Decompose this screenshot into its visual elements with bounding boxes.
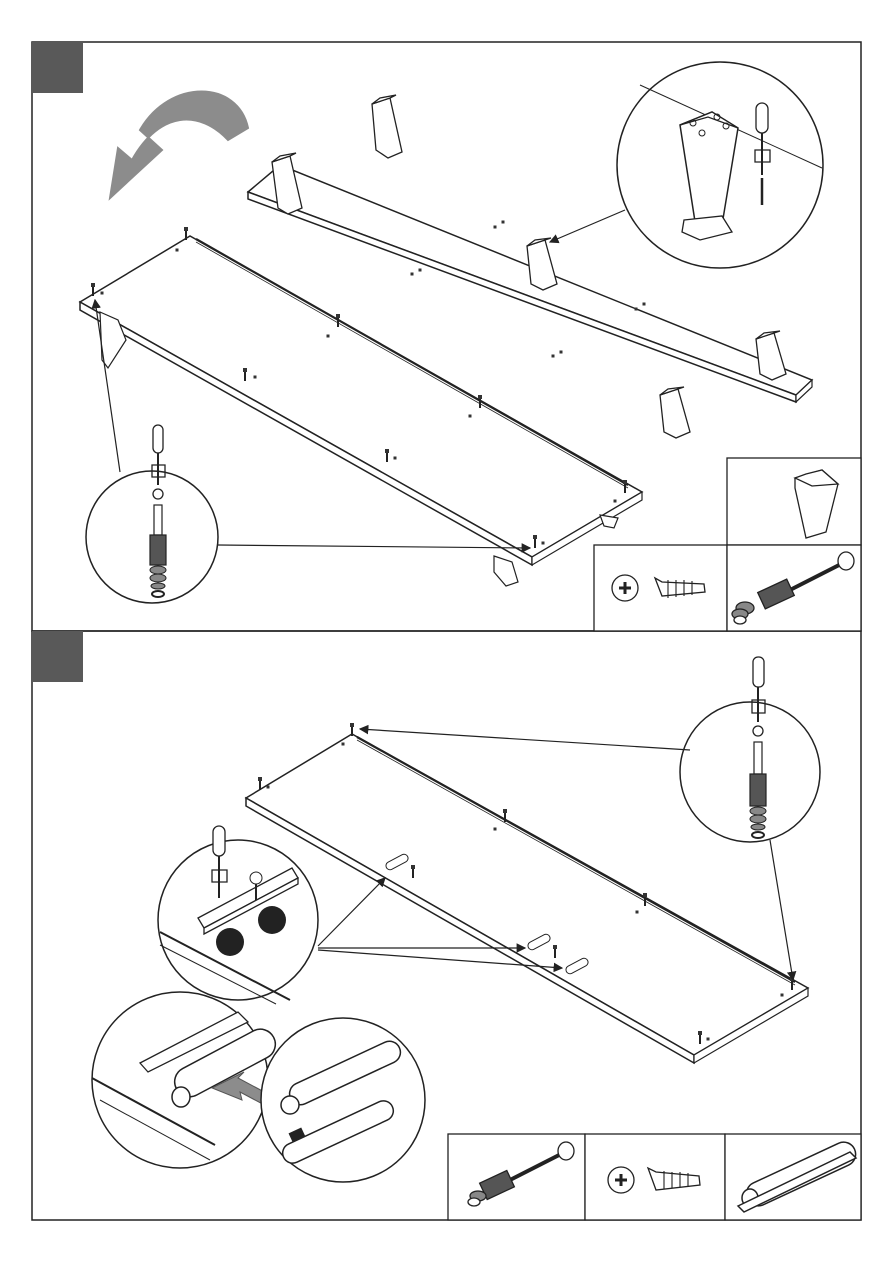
flip-arrow-icon	[110, 92, 248, 199]
leg-detail-circle	[617, 62, 823, 268]
step-1-badge	[32, 42, 83, 93]
latch-install-detail-circle	[92, 992, 281, 1168]
step-2-badge	[32, 631, 83, 682]
leader-line	[550, 210, 625, 242]
cam-detail-circle-2	[680, 657, 820, 842]
leader-line	[318, 878, 385, 946]
leader-line	[360, 729, 690, 750]
latch-screw-detail-circle	[158, 826, 318, 1004]
cam-detail-circle	[86, 425, 218, 603]
push-latch-detail-circle	[261, 1018, 425, 1182]
leader-line	[218, 545, 530, 548]
leader-line	[770, 840, 793, 980]
